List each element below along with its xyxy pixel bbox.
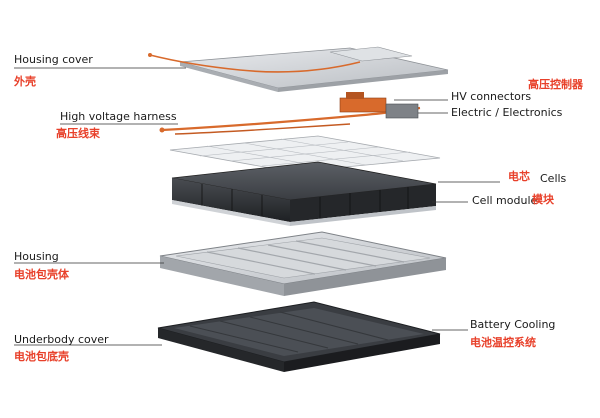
hv-harness-label-cn: 高压线束 — [56, 127, 100, 140]
underbody-part — [157, 301, 441, 372]
underbody-label-cn: 电池包底壳 — [14, 350, 69, 363]
cooling-label: Battery Cooling — [470, 318, 556, 331]
housing-cover-label: Housing cover — [14, 53, 93, 66]
housing-part — [159, 231, 447, 296]
electronics-label: Electric / Electronics — [451, 106, 563, 119]
cells-label-cn: 电芯 — [508, 170, 530, 183]
housing-cover-label-cn: 外壳 — [14, 75, 36, 88]
housing-label: Housing — [14, 250, 59, 263]
hv-connectors-label-cn: 高压控制器 — [528, 78, 583, 91]
leader-lines — [14, 67, 500, 346]
housing-cover-part — [148, 46, 449, 92]
hv-connectors-label: HV connectors — [451, 90, 532, 103]
cell-module-label-cn: 模块 — [532, 193, 554, 206]
cooling-label-cn: 电池温控系统 — [470, 336, 536, 349]
cells-label: Cells — [540, 172, 567, 185]
cell-module-part — [171, 161, 437, 226]
cell-module-label: Cell module — [472, 194, 538, 207]
cells-part — [169, 135, 441, 173]
housing-label-cn: 电池包壳体 — [14, 268, 69, 281]
hv-harness-part — [159, 92, 421, 135]
hv-harness-label: High voltage harness — [60, 110, 177, 123]
underbody-label: Underbody cover — [14, 333, 109, 346]
